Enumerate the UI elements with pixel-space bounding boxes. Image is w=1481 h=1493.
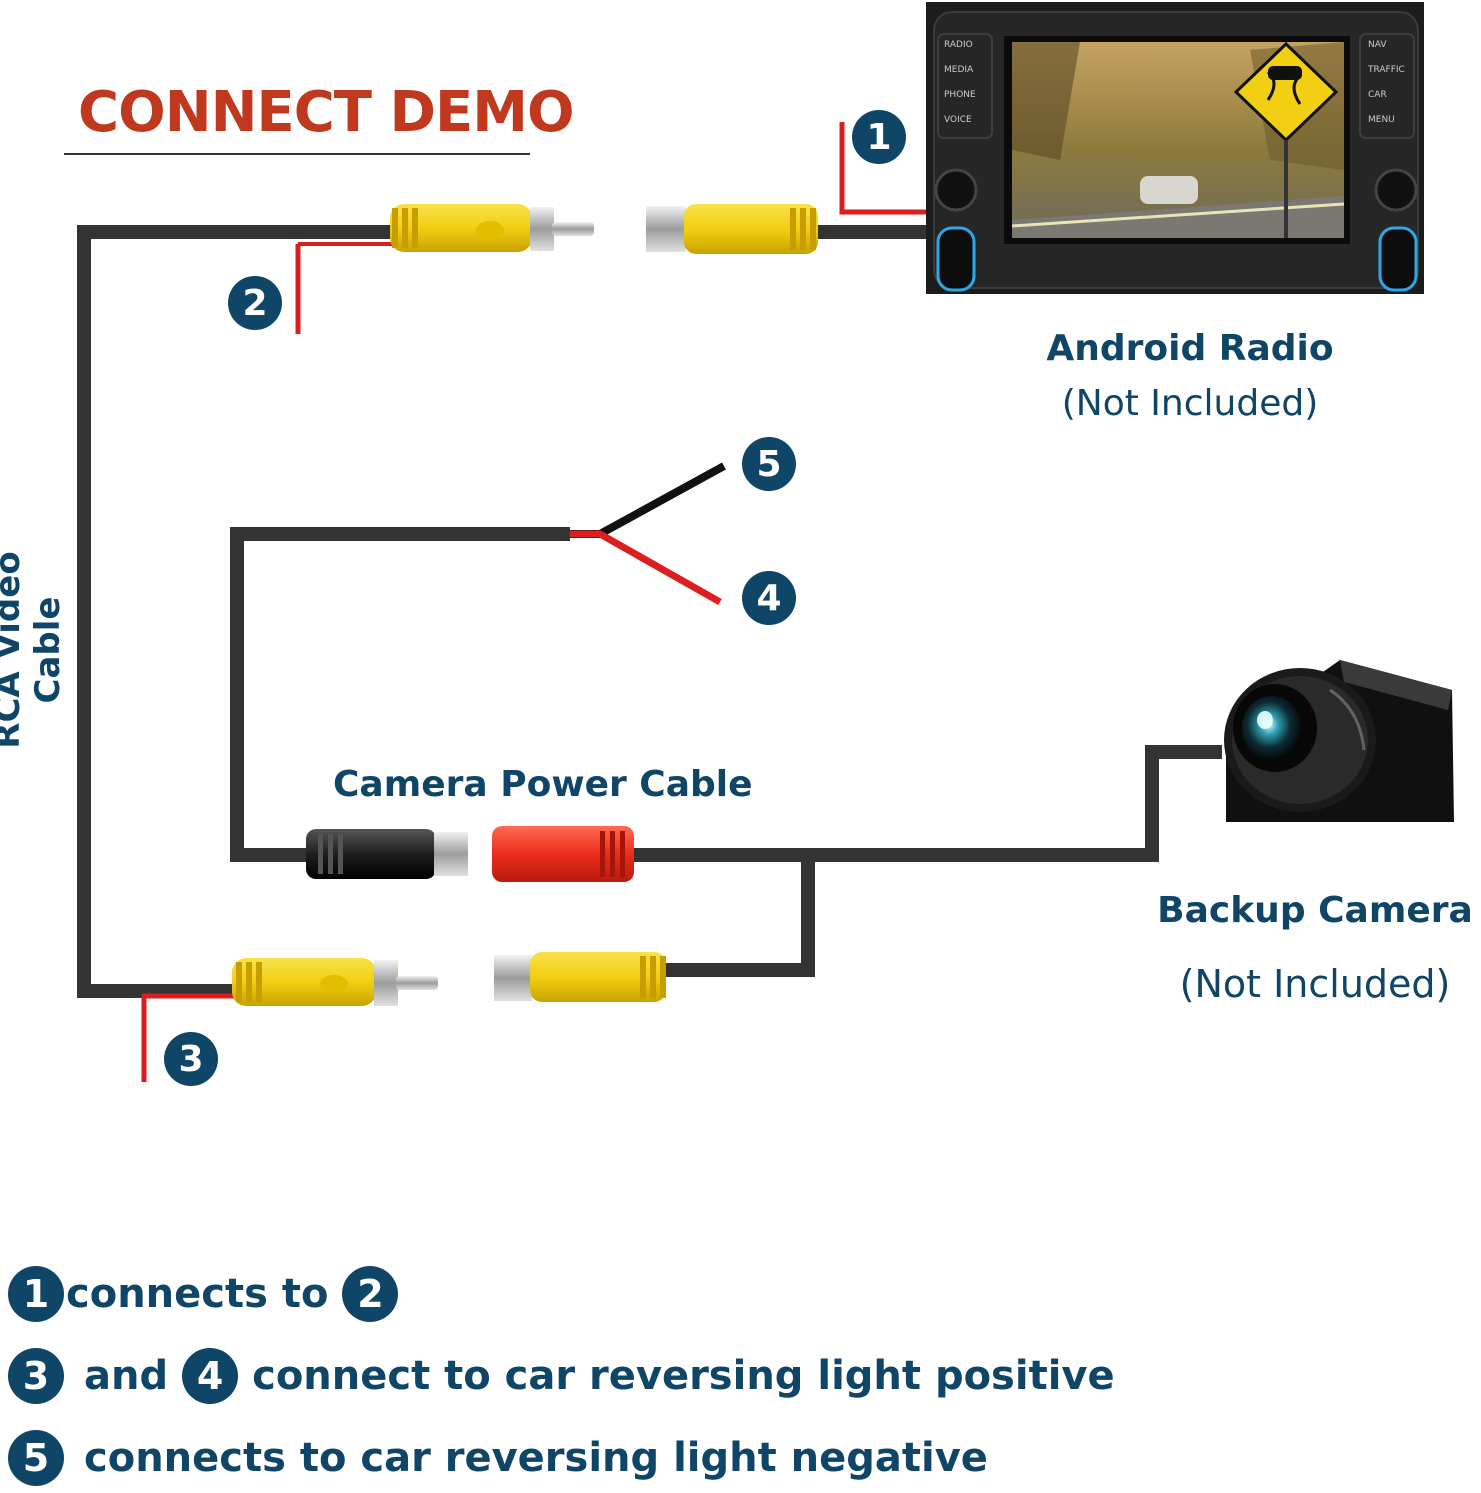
legend-badge-1: 1	[8, 1266, 64, 1322]
camera-power-cable-label: Camera Power Cable	[333, 764, 753, 805]
top-male-rca-plug	[390, 204, 594, 252]
camera-not-included: (Not Included)	[1179, 962, 1451, 1006]
legend-line-2: 3 and 4 connect to car reversing light p…	[8, 1344, 1115, 1408]
power-cable-wire	[230, 527, 570, 862]
pointer-3	[141, 993, 236, 1082]
red-power-jack	[492, 826, 634, 882]
rca-cable-wire	[77, 225, 390, 998]
pointer-1	[839, 122, 926, 215]
radio-button-nav[interactable]: NAV	[1368, 40, 1387, 50]
point-5-badge: 5	[742, 437, 796, 491]
legend-badge-3: 3	[8, 1348, 64, 1404]
camera-wire	[632, 745, 1222, 862]
radio-button-menu[interactable]: MENU	[1368, 115, 1395, 125]
point-4-badge: 4	[742, 571, 796, 625]
backup-camera	[1222, 658, 1454, 822]
legend-line-3-text: connects to car reversing light negative	[84, 1435, 988, 1481]
radio-button-phone[interactable]: PHONE	[944, 90, 976, 100]
positive-wire	[570, 530, 722, 606]
legend-line-1: 1 connects to 2	[8, 1262, 399, 1326]
legend-line-2-and: and	[84, 1353, 169, 1399]
camera-name: Backup Camera	[1157, 890, 1473, 931]
rca-video-cable-label: RCA Video Cable	[0, 551, 68, 749]
legend-line-3: 5 connects to car reversing light negati…	[8, 1426, 988, 1490]
legend-badge-4: 4	[182, 1348, 239, 1404]
camera-video-wire	[665, 855, 815, 977]
legend-line-1-text: connects to	[66, 1271, 329, 1317]
legend-badge-5: 5	[8, 1430, 64, 1486]
point-3-badge: 3	[164, 1032, 218, 1086]
radio-button-media[interactable]: MEDIA	[944, 65, 974, 75]
radio-name: Android Radio	[1046, 328, 1334, 369]
radio-button-voice[interactable]: VOICE	[944, 115, 972, 125]
point-2-badge: 2	[228, 276, 282, 330]
page-title: CONNECT DEMO	[78, 80, 575, 145]
bottom-female-rca-jack	[494, 952, 666, 1002]
legend-badge-2: 2	[342, 1266, 399, 1322]
radio-button-car[interactable]: CAR	[1368, 90, 1387, 100]
radio-button-traffic[interactable]: TRAFFIC	[1368, 65, 1405, 75]
radio-left-buttons: RADIO MEDIA PHONE VOICE	[944, 40, 984, 140]
legend-line-2-text: connect to car reversing light positive	[252, 1353, 1115, 1399]
radio-right-buttons: NAV TRAFFIC CAR MENU	[1368, 40, 1412, 140]
title-divider	[64, 153, 530, 155]
radio-not-included: (Not Included)	[1061, 383, 1319, 424]
black-power-plug	[306, 829, 468, 879]
radio-button-radio[interactable]: RADIO	[944, 40, 973, 50]
bottom-male-rca-plug	[232, 958, 438, 1006]
ground-wire	[570, 462, 726, 538]
point-1-badge: 1	[852, 110, 906, 164]
top-female-rca-jack	[646, 204, 818, 254]
android-radio-unit	[926, 2, 1424, 294]
